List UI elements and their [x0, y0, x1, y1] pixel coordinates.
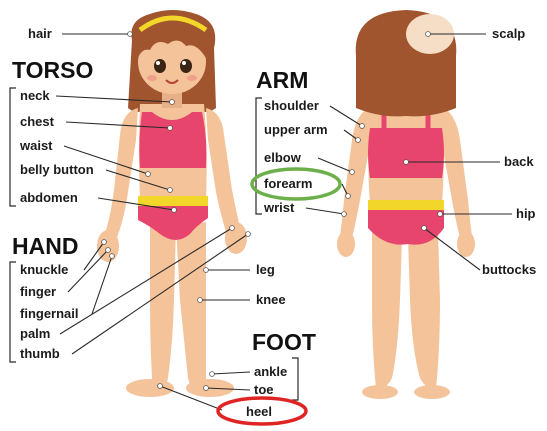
- label-abdomen: abdomen: [20, 190, 78, 205]
- label-palm: palm: [20, 326, 50, 341]
- label-belly-button: belly button: [20, 162, 94, 177]
- hand-header: HAND: [12, 233, 78, 259]
- torso-bracket: [10, 88, 16, 206]
- label-knuckle: knuckle: [20, 262, 68, 277]
- label-waist: waist: [19, 138, 53, 153]
- foot-header: FOOT: [252, 329, 316, 355]
- front-waistband: [138, 196, 208, 206]
- front-left-leg: [150, 222, 176, 388]
- label-back: back: [504, 154, 534, 169]
- back-crop-top: [368, 128, 444, 178]
- label-fingernail: fingernail: [20, 306, 79, 321]
- front-left-cheek: [147, 75, 157, 81]
- front-right-hand: [225, 222, 247, 254]
- label-leg: leg: [256, 262, 275, 277]
- label-forearm: forearm: [264, 176, 312, 191]
- front-right-cheek: [187, 75, 197, 81]
- label-wrist: wrist: [263, 200, 295, 215]
- front-figure: [97, 10, 247, 397]
- hand-bracket: [10, 262, 16, 362]
- foot-bracket: [292, 358, 298, 400]
- label-hip: hip: [516, 206, 536, 221]
- back-figure: [337, 10, 475, 399]
- label-ankle: ankle: [254, 364, 287, 379]
- back-left-leg: [372, 232, 402, 388]
- back-left-foot: [362, 385, 398, 399]
- label-toe: toe: [254, 382, 274, 397]
- label-buttocks: buttocks: [482, 262, 536, 277]
- label-elbow: elbow: [264, 150, 302, 165]
- back-right-foot: [414, 385, 450, 399]
- back-left-hand: [337, 231, 355, 257]
- torso-header: TORSO: [12, 57, 93, 83]
- back-waistband: [368, 200, 444, 210]
- label-chest: chest: [20, 114, 55, 129]
- label-hair: hair: [28, 26, 52, 41]
- front-right-eye: [180, 59, 192, 73]
- front-left-eye: [154, 59, 166, 73]
- back-right-leg: [408, 232, 440, 388]
- label-scalp: scalp: [492, 26, 525, 41]
- front-left-foot: [126, 379, 174, 397]
- front-crop-top: [139, 112, 206, 168]
- front-right-arm: [206, 108, 240, 232]
- label-knee: knee: [256, 292, 286, 307]
- label-heel: heel: [246, 404, 272, 419]
- arm-bracket: [256, 98, 262, 214]
- back-right-arm: [440, 106, 472, 238]
- label-upper-arm: upper arm: [264, 122, 328, 137]
- label-finger: finger: [20, 284, 56, 299]
- back-left-arm: [340, 106, 372, 238]
- label-shoulder: shoulder: [264, 98, 319, 113]
- front-left-arm: [104, 108, 138, 240]
- front-left-eye-shine: [156, 61, 160, 65]
- arm-header: ARM: [256, 67, 308, 93]
- back-right-hand: [457, 231, 475, 257]
- label-neck: neck: [20, 88, 50, 103]
- front-right-eye-shine: [182, 61, 186, 65]
- label-thumb: thumb: [20, 346, 60, 361]
- front-left-hand: [97, 230, 119, 262]
